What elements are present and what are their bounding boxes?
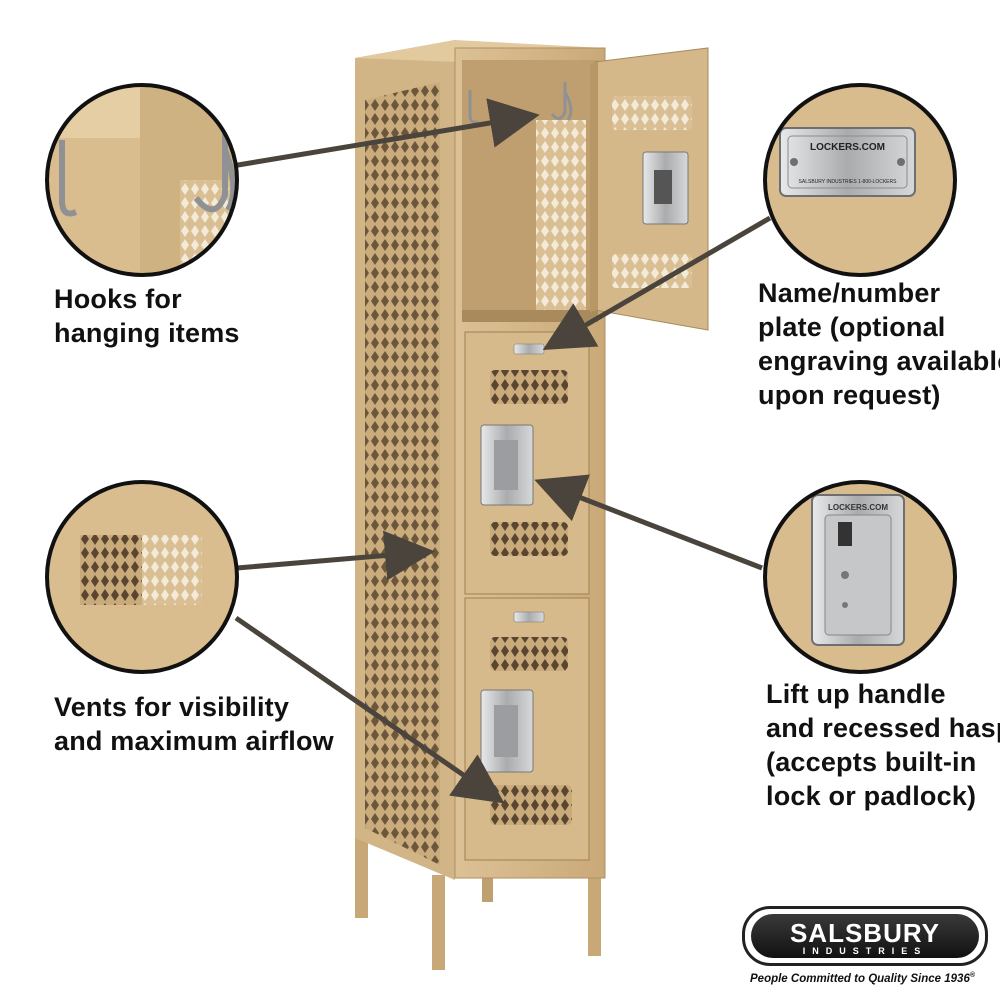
door-latch-icon (654, 170, 672, 204)
caption-line: and recessed hasp (766, 713, 1000, 743)
locker-leg (355, 838, 368, 918)
caption-line: Lift up handle (766, 679, 946, 709)
caption-line: Name/number (758, 278, 941, 308)
side-mesh (365, 82, 440, 865)
door-vent (612, 254, 692, 288)
coat-hook-icon (468, 90, 479, 124)
nameplate-top-text: LOCKERS.COM (810, 142, 885, 153)
logo-tagline: People Committed to Quality Since 1936® (750, 972, 975, 985)
nameplate-icon (513, 611, 545, 623)
nameplate-icon (513, 343, 545, 355)
interior-shelf (462, 310, 598, 322)
arrow-nameplate (542, 215, 772, 351)
coat-hook-icon (193, 125, 237, 213)
door-edge (590, 62, 598, 312)
salsbury-logo: SALSBURY INDUSTRIES (742, 906, 988, 966)
hasp-text: LOCKERS.COM (828, 503, 888, 512)
detail-circle-handle: LOCKERS.COM (763, 480, 957, 674)
door-vent (490, 637, 568, 671)
caption-line: Vents for visibility (54, 692, 290, 722)
locker-leg (588, 866, 601, 956)
caption-line: Hooks for (54, 284, 182, 314)
logo-badge: SALSBURY INDUSTRIES (751, 914, 979, 958)
hasp-slot (494, 440, 518, 490)
door-vent (490, 370, 568, 404)
locker-leg (432, 875, 445, 970)
caption-handle: Lift up handle and recessed hasp (accept… (766, 677, 1000, 813)
coat-hook-icon (550, 82, 573, 121)
detail-circle-nameplate: LOCKERS.COM SALSBURY INDUSTRIES 1-800-LO… (763, 83, 957, 277)
nameplate-icon (779, 127, 916, 197)
caption-line: engraving available (758, 346, 1000, 376)
arrow-vents-upper (236, 530, 435, 581)
detail-circle-vents (45, 480, 239, 674)
arrow-hooks (231, 98, 540, 169)
hasp-slot (494, 705, 518, 757)
locker-leg (482, 872, 493, 902)
caption-vents: Vents for visibility and maximum airflow (54, 690, 334, 758)
nameplate-bottom-text: SALSBURY INDUSTRIES 1-800-LOCKERS (799, 179, 898, 185)
logo-word: SALSBURY (789, 918, 941, 948)
interior-back-mesh (536, 120, 586, 310)
caption-line: lock or padlock) (766, 781, 977, 811)
detail-circle-hooks (45, 83, 239, 277)
arrow-vents-lower (234, 615, 505, 804)
caption-line: upon request) (758, 380, 941, 410)
caption-line: (accepts built-in (766, 747, 977, 777)
door-vent (490, 785, 572, 825)
coat-hook-icon (59, 140, 78, 217)
caption-line: hanging items (54, 318, 240, 348)
caption-nameplate: Name/number plate (optional engraving av… (758, 276, 1000, 412)
arrow-handle (534, 474, 763, 571)
caption-hooks: Hooks for hanging items (54, 282, 240, 350)
locker (355, 40, 709, 970)
logo-sub: INDUSTRIES (802, 946, 928, 956)
door-vent (612, 96, 692, 130)
caption-line: plate (optional (758, 312, 946, 342)
door-vent (490, 522, 568, 556)
registered-mark: ® (969, 972, 976, 979)
caption-line: and maximum airflow (54, 726, 334, 756)
tagline-text: People Committed to Quality Since 1936 (750, 972, 970, 985)
callout-arrows (231, 98, 772, 804)
